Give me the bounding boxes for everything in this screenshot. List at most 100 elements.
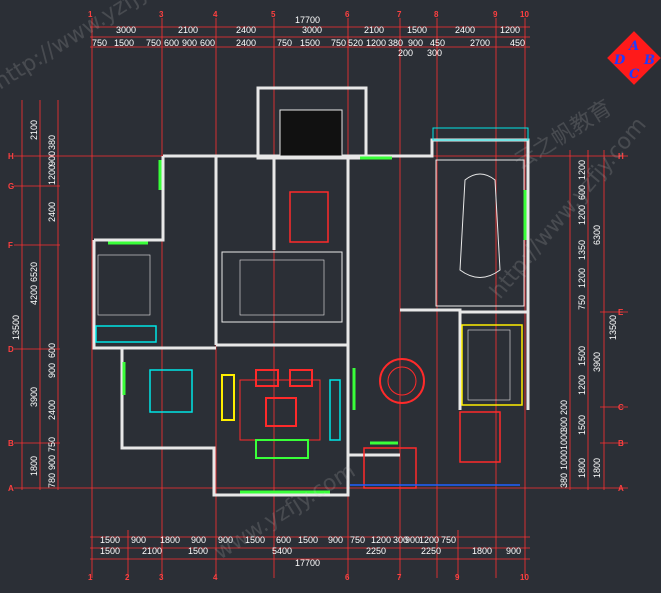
dim-left-total: 13500 bbox=[11, 315, 21, 340]
lower-wall-outline bbox=[92, 240, 400, 497]
axis-left-B: B bbox=[8, 439, 14, 448]
kitchen-counter bbox=[461, 324, 523, 406]
dim-left-5: 1800 bbox=[29, 456, 39, 476]
dim-top2-13: 380 bbox=[388, 38, 403, 48]
coffee-table bbox=[265, 397, 297, 427]
dining-area bbox=[379, 358, 425, 404]
left-bedroom bbox=[95, 254, 193, 413]
axis-top-3: 3 bbox=[159, 10, 164, 19]
stairwell bbox=[221, 251, 343, 323]
dim-bot-5: 900 bbox=[218, 535, 233, 545]
dim-right-3: 1800 bbox=[592, 458, 602, 478]
armchair-2 bbox=[289, 369, 313, 387]
north-bay-wall bbox=[256, 86, 368, 160]
dim-top3-2: 300 bbox=[427, 48, 442, 58]
dim-bot2-2: 2100 bbox=[142, 546, 162, 556]
dim-bot-2: 900 bbox=[131, 535, 146, 545]
dim-right-in-9: 1500 bbox=[577, 415, 587, 435]
dim-right-in-14: 300 bbox=[559, 417, 569, 432]
dim-bot2-6: 2250 bbox=[421, 546, 441, 556]
dim-top2-4: 600 bbox=[164, 38, 179, 48]
dim-left-3: 4200 bbox=[29, 285, 39, 305]
dim-left-in-8: 780 bbox=[47, 473, 57, 488]
south-terrace bbox=[350, 411, 520, 489]
dim-left-2: 6520 bbox=[29, 262, 39, 282]
dim-top2-12: 1200 bbox=[366, 38, 386, 48]
wardrobe bbox=[95, 325, 157, 343]
dim-bot-12: 300 bbox=[393, 535, 408, 545]
dim-right-in-2: 600 bbox=[577, 185, 587, 200]
dim-top-8: 1200 bbox=[500, 25, 520, 35]
dim-left-in-3: 380 bbox=[47, 135, 57, 150]
dim-left-in-6: 600 bbox=[47, 343, 57, 358]
left-dimensions: 13500 2100 6520 4200 3900 1800 1200 900 … bbox=[11, 120, 57, 488]
axis-bot-4: 4 bbox=[213, 573, 218, 582]
dim-left-in-5: 900 bbox=[47, 363, 57, 378]
dim-left-1: 2100 bbox=[29, 120, 39, 140]
dim-top2-7: 2400 bbox=[236, 38, 256, 48]
tv-cabinet bbox=[329, 379, 341, 441]
dim-right-in-7: 1500 bbox=[577, 346, 587, 366]
dim-top-3: 2400 bbox=[236, 25, 256, 35]
dim-top-2: 2100 bbox=[178, 25, 198, 35]
axis-top-1: 1 bbox=[88, 10, 93, 19]
living-room bbox=[221, 369, 341, 459]
lazy-susan bbox=[387, 366, 417, 396]
bay-hatch bbox=[279, 109, 343, 157]
dim-top3-1: 200 bbox=[398, 48, 413, 58]
dim-right-in-1: 1200 bbox=[577, 160, 587, 180]
dim-right-1: 6300 bbox=[592, 225, 602, 245]
dim-bot-3: 1800 bbox=[160, 535, 180, 545]
dim-right-in-15: 200 bbox=[559, 400, 569, 415]
axis-top-5: 5 bbox=[271, 10, 276, 19]
dim-right-total: 13500 bbox=[608, 315, 618, 340]
axis-bot-10: 10 bbox=[520, 573, 529, 582]
dim-right-2: 3900 bbox=[592, 352, 602, 372]
axis-bot-7: 7 bbox=[397, 573, 402, 582]
dim-left-in-4: 2400 bbox=[47, 202, 57, 222]
right-dimensions: 6300 13500 3900 1800 1200 600 1200 1350 … bbox=[559, 160, 618, 488]
axis-top-6: 6 bbox=[345, 10, 350, 19]
dim-bot-1: 1500 bbox=[100, 535, 120, 545]
dim-right-in-8: 1200 bbox=[577, 375, 587, 395]
dim-bot-4: 900 bbox=[191, 535, 206, 545]
axis-top-7: 7 bbox=[397, 10, 402, 19]
axis-right-A: A bbox=[618, 484, 624, 493]
dim-right-in-3: 1200 bbox=[577, 205, 587, 225]
dim-top2-1: 750 bbox=[92, 38, 107, 48]
dim-bot-14: 1200 bbox=[419, 535, 439, 545]
axis-left-H: H bbox=[8, 152, 14, 161]
dim-bot-7: 600 bbox=[276, 535, 291, 545]
dining-table bbox=[379, 358, 425, 404]
axis-top-8: 8 bbox=[434, 10, 439, 19]
dim-right-in-11: 380 bbox=[559, 473, 569, 488]
dim-bot-6: 1500 bbox=[245, 535, 265, 545]
armchair-1 bbox=[255, 369, 279, 387]
axis-left-A: A bbox=[8, 484, 14, 493]
axis-top-4: 4 bbox=[213, 10, 218, 19]
dim-top2-11: 520 bbox=[348, 38, 363, 48]
dim-right-in-6: 750 bbox=[577, 295, 587, 310]
axis-bot-6: 6 bbox=[345, 573, 350, 582]
dim-bot2-5: 2250 bbox=[366, 546, 386, 556]
top-axis-labels: 1 3 4 5 6 7 8 9 10 bbox=[88, 10, 529, 19]
dim-top-5: 2100 bbox=[364, 25, 384, 35]
dim-bot-15: 750 bbox=[441, 535, 456, 545]
car-icon bbox=[459, 173, 501, 278]
dim-left-in-10: 750 bbox=[47, 437, 57, 452]
logo-letter-c: C bbox=[629, 67, 640, 82]
dim-left-in-7: 2400 bbox=[47, 400, 57, 420]
dim-top2-16: 2700 bbox=[470, 38, 490, 48]
void-grid bbox=[221, 251, 343, 323]
dim-bot-13: 900 bbox=[405, 535, 420, 545]
dim-bot2-4: 5400 bbox=[272, 546, 292, 556]
dim-bot-11: 1200 bbox=[371, 535, 391, 545]
kitchen bbox=[461, 324, 523, 406]
void-inner bbox=[239, 259, 325, 316]
dim-top2-3: 750 bbox=[146, 38, 161, 48]
central-hatch-panel bbox=[289, 191, 329, 243]
dim-right-in-5: 1200 bbox=[577, 268, 587, 288]
logo-letter-b: B bbox=[643, 53, 655, 68]
axis-bot-1: 1 bbox=[88, 573, 93, 582]
